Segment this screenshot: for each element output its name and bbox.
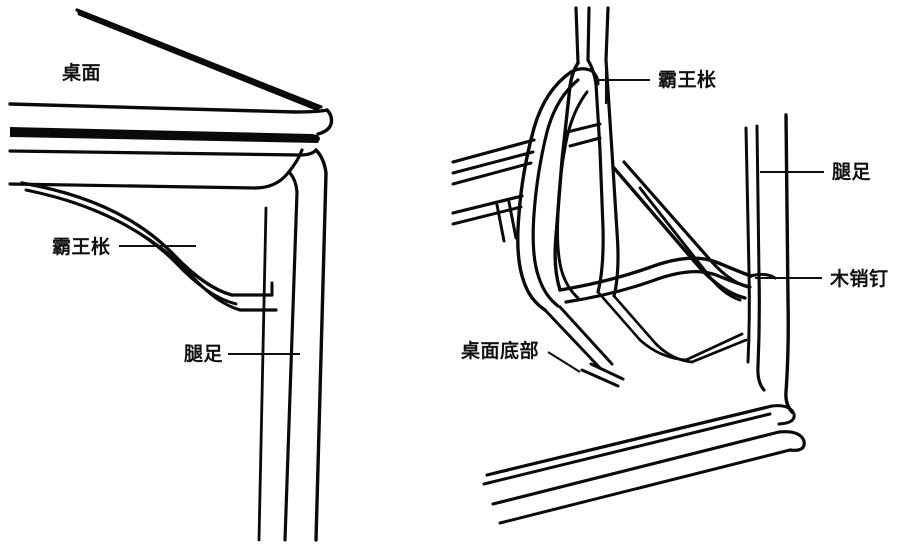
right-leg-lower-third: [746, 270, 751, 364]
left-figure-side-elevation: 桌面 霸王枨 腿足: [8, 8, 334, 542]
right-brace-s-inner: [564, 270, 752, 304]
rear-leg-right-edge: [586, 6, 591, 62]
label-dowel-right: 木销钉: [829, 267, 889, 290]
left-apron-rail-cont-inner: [568, 136, 602, 148]
right-leg-edge-3: [784, 113, 790, 302]
label-leg-left: 腿足: [183, 343, 224, 365]
rail-connector-left: [495, 203, 506, 243]
left-apron-rail-top-inner: [451, 150, 535, 175]
right-brace-s-outer: [558, 256, 753, 292]
bottom-board-face-left-2: [589, 362, 625, 381]
label-brace-right: 霸王枨: [658, 68, 717, 91]
lower-bay-strut-b: [558, 305, 614, 366]
brace-inner-curve: [64, 198, 242, 312]
right-leg-edge-2: [755, 124, 761, 276]
right-figure-perspective: 霸王枨 腿足 木销钉 桌面底部: [451, 6, 889, 525]
corner-post-third: [604, 58, 620, 298]
bottom-board-face-left: [580, 368, 620, 388]
frame-inner-line-6: [690, 338, 748, 364]
bottom-rail-d: [498, 448, 792, 525]
rail-connector-left-2: [507, 200, 518, 240]
bottom-rail-c: [491, 430, 781, 506]
rear-leg-third-edge: [604, 6, 610, 62]
tabletop-shadow-band: [10, 127, 320, 143]
left-apron-rail-cont-outer: [565, 122, 602, 134]
bottom-board-right-round-upper: [770, 404, 796, 426]
right-leg-lower-outer: [784, 298, 794, 414]
leg-middle-edge: [283, 171, 299, 542]
right-leg-edge-1: [744, 126, 751, 274]
lower-bay-strut-a: [543, 308, 602, 370]
leader-line-underside-right: [547, 351, 581, 373]
left-apron-rail-low-outer: [451, 194, 524, 215]
brace-left-third-curve: [556, 90, 589, 300]
bottom-rail-a: [485, 404, 774, 477]
corner-post-inner: [586, 58, 605, 294]
tabletop-front-edge-upper: [8, 102, 329, 114]
rear-leg-left-edge: [574, 6, 580, 65]
frame-inner-line-4: [654, 342, 694, 364]
label-brace-left: 霸王枨: [52, 235, 111, 258]
label-tabletop-left: 桌面: [62, 61, 101, 84]
brace-outer-curve: [20, 181, 234, 297]
frame-inner-line-2: [612, 294, 658, 346]
brace-left-outer-curve: [516, 70, 573, 312]
left-apron-rail-mid: [451, 161, 533, 186]
leg-inner-edge: [257, 206, 268, 542]
apron-top-line: [8, 182, 257, 190]
brace-tenon-neck: [590, 69, 600, 86]
frame-inner-line-5: [684, 332, 744, 362]
frame-inner-line-1: [596, 290, 642, 342]
brace-tenon-head-top: [569, 67, 594, 74]
label-leg-right: 腿足: [831, 161, 872, 183]
leg-outer-contour: [314, 148, 328, 542]
brace-left-inner-curve: [531, 78, 580, 308]
tabletop-top-wedge-fill: [77, 10, 321, 111]
label-tabletop-underside-right: 桌面底部: [461, 339, 539, 362]
tabletop-right-end-round: [316, 108, 334, 136]
right-leg-lower-inner: [756, 272, 766, 392]
left-apron-rail-top-outer: [451, 138, 536, 164]
bottom-rail-b: [482, 412, 772, 486]
apron-shoulder-slope: [253, 148, 304, 190]
bottom-board-right-round: [777, 430, 806, 452]
